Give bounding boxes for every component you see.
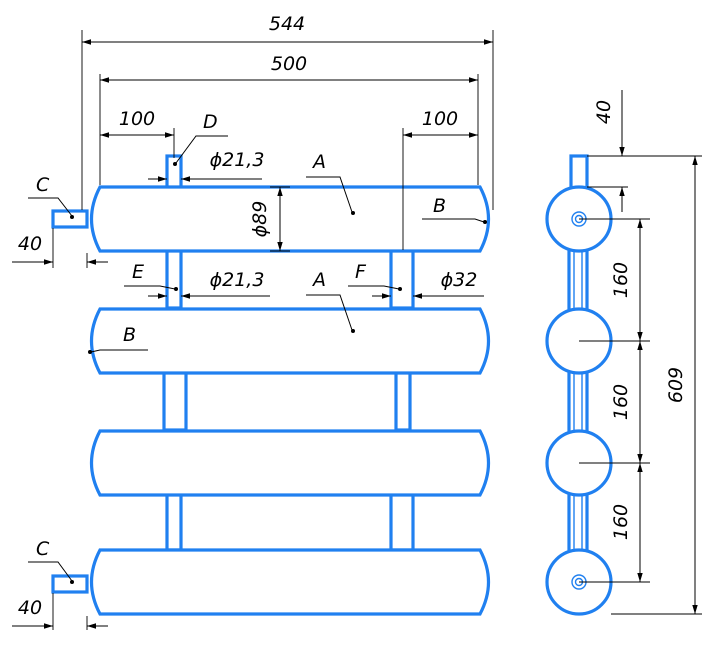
nozzle-d <box>165 154 183 190</box>
tube-2-3-right <box>394 370 412 432</box>
label-b-second: B <box>123 324 136 346</box>
dim-phi32-text: ϕ32 <box>441 269 478 291</box>
dim-phi21-e-text: ϕ21,3 <box>210 269 265 291</box>
side-tube-2-3 <box>567 368 589 436</box>
header-pipe-1 <box>90 185 490 253</box>
dim-40-c-bottom-text: 40 <box>18 597 42 619</box>
connector-tubes <box>51 154 415 594</box>
dim-side-160-1-text: 160 <box>610 262 632 298</box>
side-top-stub <box>569 154 589 192</box>
dim-100-left-text: 100 <box>119 108 155 130</box>
front-dimensions: 544 500 100 100 ϕ89 ϕ21,3 ϕ21,3 ϕ32 <box>12 13 494 630</box>
front-view <box>51 154 490 616</box>
label-c-bottom: C <box>36 538 50 560</box>
dim-40-c-top-text: 40 <box>18 233 42 255</box>
side-tube-1-2 <box>567 248 589 316</box>
header-pipe-3 <box>90 429 490 497</box>
dim-side-609-text: 609 <box>665 367 687 403</box>
dim-100-right-text: 100 <box>422 108 458 130</box>
stub-c-bottom <box>51 574 89 594</box>
header-pipe-2 <box>90 307 490 375</box>
label-b-top: B <box>433 195 446 217</box>
nozzle-e <box>165 248 183 310</box>
dim-544-text: 544 <box>269 13 305 35</box>
side-view <box>545 154 613 616</box>
stub-c-top <box>51 209 89 229</box>
tube-3-4-right <box>389 492 415 552</box>
dim-phi89-text: ϕ89 <box>249 201 271 238</box>
label-a-top: A <box>311 151 326 173</box>
dim-side-160-3-text: 160 <box>610 504 632 540</box>
label-c-top: C <box>36 174 50 196</box>
tube-3-4-left <box>165 492 183 552</box>
side-tube-3-4 <box>567 490 589 558</box>
tube-2-3-left <box>162 370 188 432</box>
dim-side-40-text: 40 <box>593 100 615 124</box>
front-labels: C C D E F A A B B <box>28 111 487 584</box>
label-e: E <box>132 261 144 283</box>
side-dimensions: 40 160 160 160 609 <box>579 90 702 615</box>
label-d: D <box>203 111 218 133</box>
label-f: F <box>355 261 367 283</box>
dim-side-160-2-text: 160 <box>610 384 632 420</box>
dim-500-text: 500 <box>271 53 307 75</box>
nozzle-f <box>389 248 415 310</box>
label-a-second: A <box>311 269 326 291</box>
dim-phi21-d-text: ϕ21,3 <box>210 149 265 171</box>
header-pipe-4 <box>90 548 490 616</box>
